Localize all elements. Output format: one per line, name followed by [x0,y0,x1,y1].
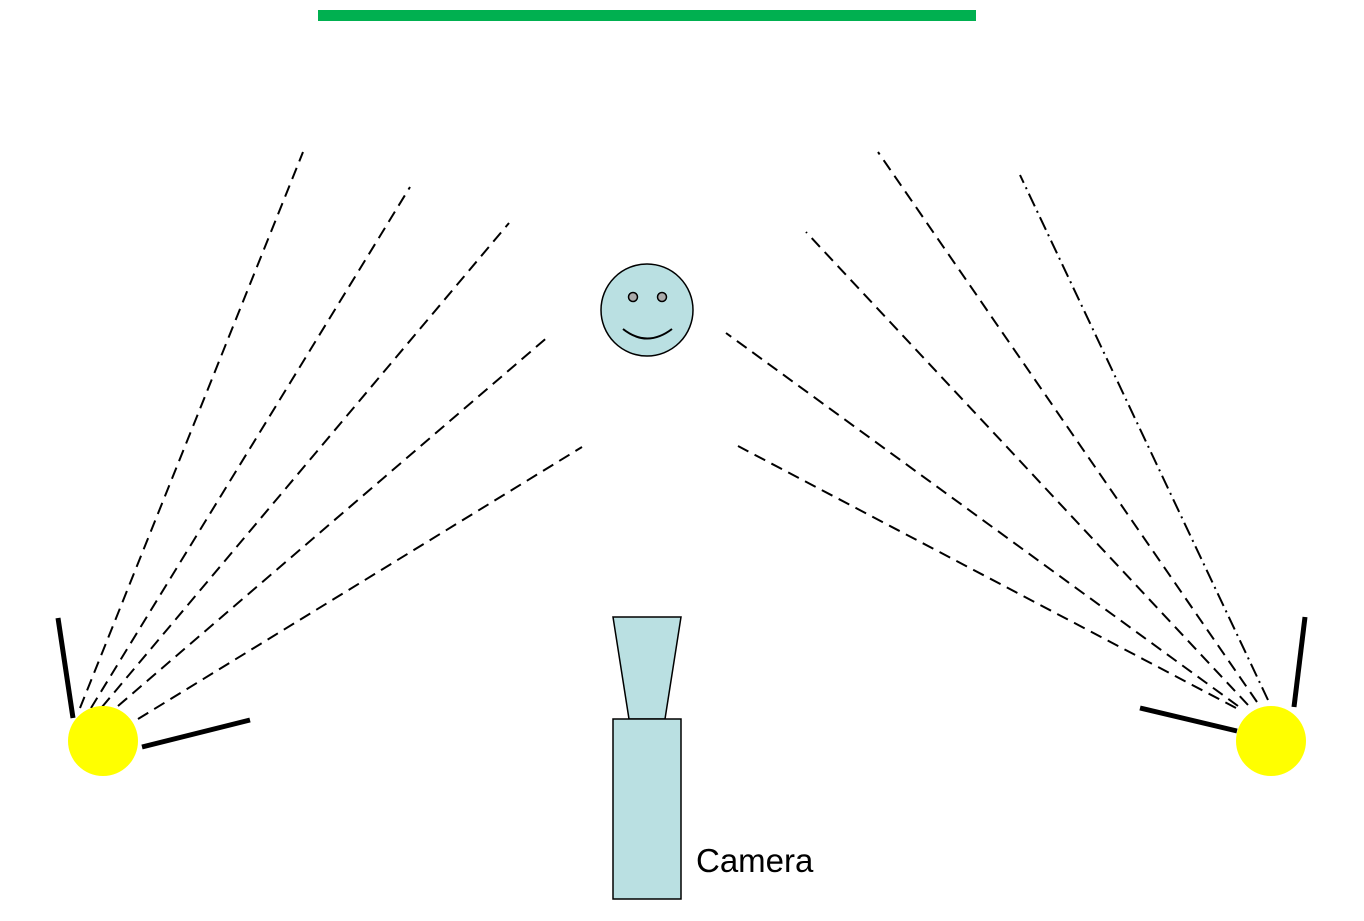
ray [117,334,551,707]
ray [101,222,510,708]
barn-door [55,617,76,719]
light-right [1139,616,1308,776]
ray [805,231,1249,706]
light-bulb-icon [1236,706,1306,776]
camera-body [612,718,682,900]
ray [79,151,304,709]
ray [1019,174,1269,701]
ray [877,151,1258,703]
barn-door [1139,705,1238,734]
backdrop-bar [318,10,976,21]
light-left [55,617,251,776]
camera-lens [612,616,682,720]
left-light-rays [79,151,583,720]
ray [137,446,583,720]
camera-icon [612,616,682,900]
camera-label: Camera [696,842,814,879]
ray [737,445,1237,709]
ray [725,332,1239,707]
eye-icon [656,291,668,303]
barn-door [141,717,251,750]
ray [90,186,411,709]
smile-icon [622,328,673,340]
eye-icon [627,291,639,303]
subject-face [600,263,694,357]
face-icon [600,263,694,357]
light-bulb-icon [68,706,138,776]
barn-door [1291,616,1308,708]
right-light-rays [725,151,1269,709]
